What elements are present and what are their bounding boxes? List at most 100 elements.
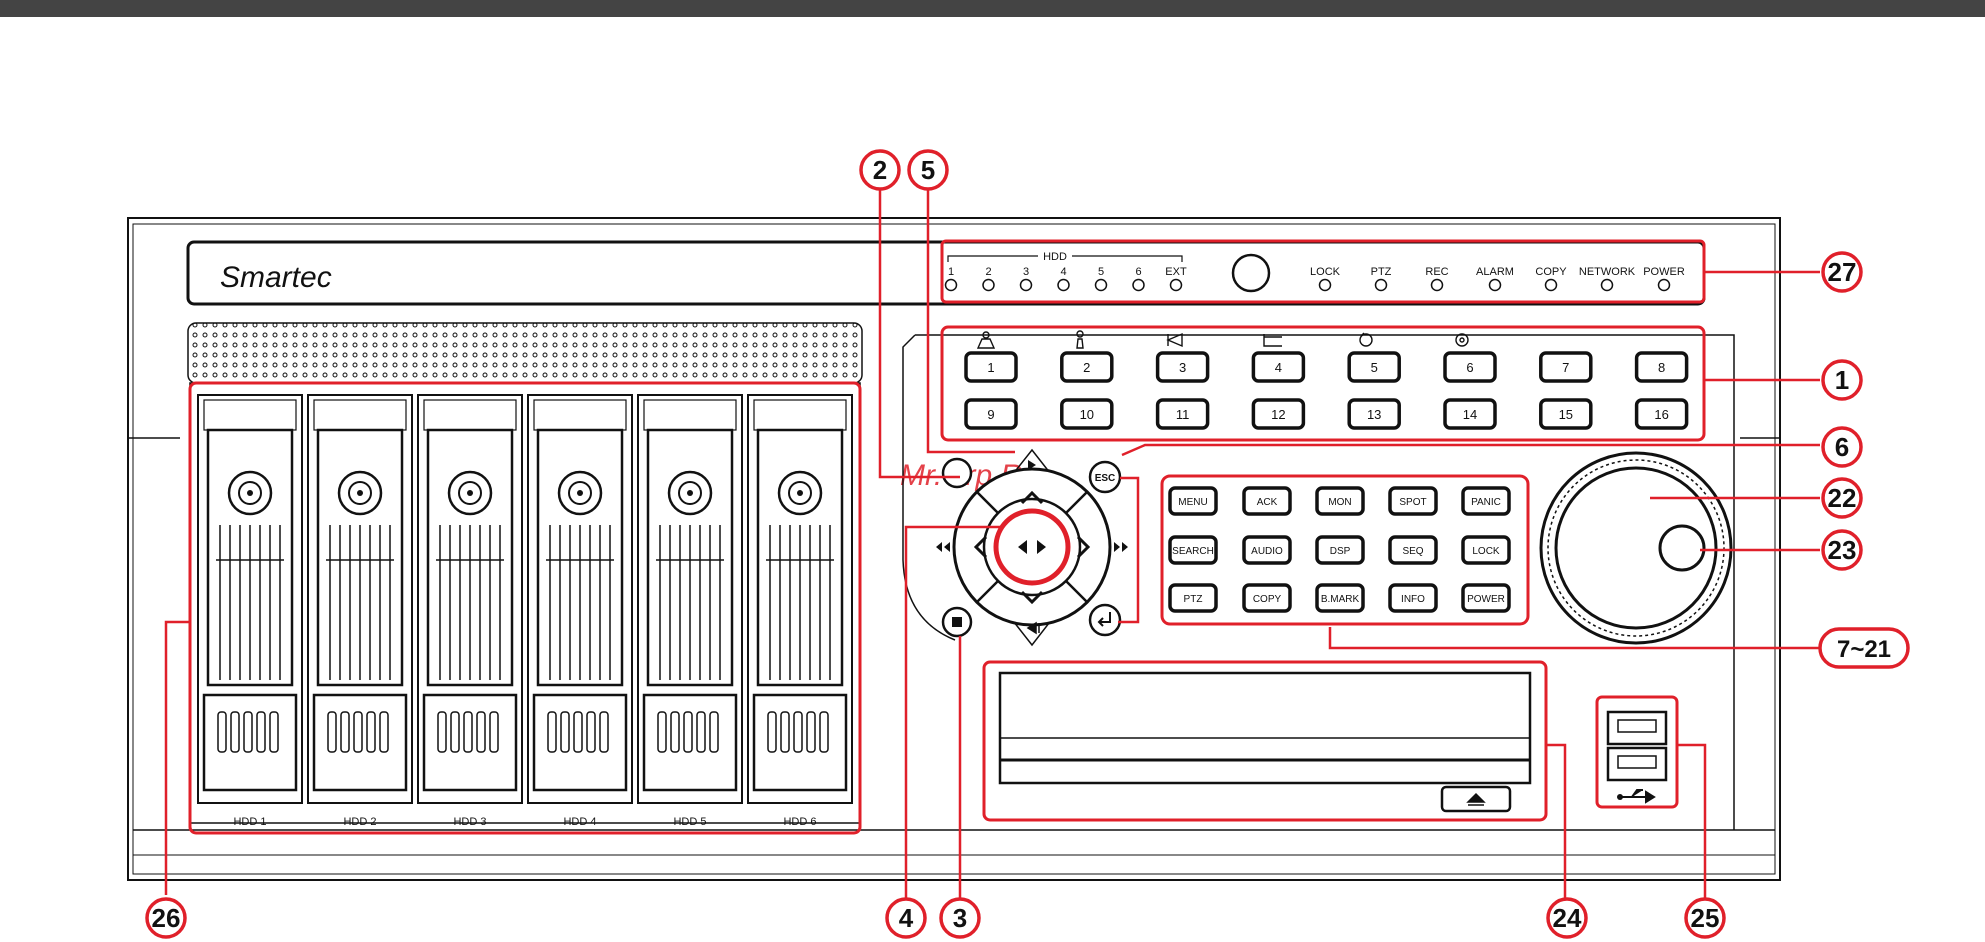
callout-7-to-21: 7~21: [1820, 629, 1908, 667]
callout-leader-line: [1330, 627, 1820, 648]
hdd-bay-label: HDD 5: [673, 816, 706, 828]
callout-24: 24: [1548, 899, 1586, 937]
hdd-bay[interactable]: HDD 6: [748, 395, 852, 828]
indicator-label: ALARM: [1476, 266, 1514, 278]
function-button-seq[interactable]: SEQ: [1390, 537, 1436, 563]
indicator-led: [1432, 280, 1443, 291]
channel-button-1[interactable]: 1: [966, 353, 1016, 381]
esc-label: ESC: [1095, 473, 1116, 484]
callout-22: 22: [1823, 479, 1861, 517]
hdd-bay[interactable]: HDD 4: [528, 395, 632, 828]
function-button-menu[interactable]: MENU: [1170, 488, 1216, 514]
function-button-info[interactable]: INFO: [1390, 585, 1436, 611]
channel-button-14[interactable]: 14: [1445, 400, 1495, 428]
channel-button-label: 7: [1562, 360, 1569, 375]
callout-5: 5: [909, 151, 947, 189]
indicator-label: PTZ: [1371, 266, 1392, 278]
indicator-led: [1376, 280, 1387, 291]
function-button-copy[interactable]: COPY: [1244, 585, 1290, 611]
channel-button-12[interactable]: 12: [1253, 400, 1303, 428]
function-button-ack[interactable]: ACK: [1244, 488, 1290, 514]
function-button-lock[interactable]: LOCK: [1463, 537, 1509, 563]
navigation-cluster: ESC: [936, 450, 1128, 645]
channel-button-2[interactable]: 2: [1062, 353, 1112, 381]
channel-button-label: 8: [1658, 360, 1665, 375]
channel-button-4[interactable]: 4: [1253, 353, 1303, 381]
function-button-label: MON: [1328, 497, 1351, 508]
channel-button-10[interactable]: 10: [1062, 400, 1112, 428]
hdd-led-label: 5: [1098, 266, 1104, 278]
bracket-icon: [1264, 334, 1282, 346]
esc-button[interactable]: ESC: [1090, 462, 1120, 492]
usb-port-1[interactable]: [1608, 712, 1666, 744]
channel-button-label: 1: [987, 360, 994, 375]
function-button-label: SEQ: [1402, 546, 1423, 557]
callout-27: 27: [1823, 253, 1861, 291]
channel-button-8[interactable]: 8: [1637, 353, 1687, 381]
channel-button-label: 13: [1367, 407, 1381, 422]
channel-button-5[interactable]: 5: [1349, 353, 1399, 381]
function-button-bmark[interactable]: B.MARK: [1317, 585, 1363, 611]
function-button-ptz[interactable]: PTZ: [1170, 585, 1216, 611]
function-button-power[interactable]: POWER: [1463, 585, 1509, 611]
callout-label: 22: [1828, 483, 1857, 513]
channel-button-16[interactable]: 16: [1637, 400, 1687, 428]
callout-label: 23: [1828, 535, 1857, 565]
hdd-bay[interactable]: HDD 2: [308, 395, 412, 828]
function-button-search[interactable]: SEARCH: [1170, 537, 1216, 563]
function-button-label: AUDIO: [1251, 546, 1283, 557]
function-button-audio[interactable]: AUDIO: [1244, 537, 1290, 563]
function-button-label: MENU: [1178, 497, 1207, 508]
hdd-bay[interactable]: HDD 5: [638, 395, 742, 828]
hdd-led-label: EXT: [1165, 266, 1187, 278]
function-button-label: COPY: [1253, 594, 1282, 605]
function-button-label: PTZ: [1184, 594, 1203, 605]
cycle-icon: [1456, 334, 1468, 346]
function-button-label: SEARCH: [1172, 546, 1214, 557]
callout-leader-line: [1118, 478, 1138, 622]
hdd-led: [1058, 280, 1069, 291]
jog-shuttle[interactable]: [1541, 453, 1731, 643]
jog-dial[interactable]: [1660, 526, 1704, 570]
enter-button[interactable]: [1090, 605, 1120, 635]
hdd-led: [983, 280, 994, 291]
indicator-label: LOCK: [1310, 266, 1341, 278]
function-button-mon[interactable]: MON: [1317, 488, 1363, 514]
function-button-label: LOCK: [1472, 546, 1500, 557]
channel-button-3[interactable]: 3: [1158, 353, 1208, 381]
display-mode-button[interactable]: [943, 459, 971, 487]
channel-button-label: 3: [1179, 360, 1186, 375]
function-button-spot[interactable]: SPOT: [1390, 488, 1436, 514]
indicator-label: REC: [1425, 266, 1448, 278]
channel-button-label: 11: [1176, 407, 1190, 422]
callout-label: 4: [899, 903, 914, 933]
indicator-label: COPY: [1535, 266, 1567, 278]
channel-button-9[interactable]: 9: [966, 400, 1016, 428]
channel-button-6[interactable]: 6: [1445, 353, 1495, 381]
hdd-led-label: 3: [1023, 266, 1029, 278]
function-button-label: INFO: [1401, 594, 1425, 605]
callout-6: 6: [1823, 428, 1861, 466]
vent-grille: [188, 323, 862, 383]
callout-leader-line: [1546, 745, 1565, 910]
usb-port-2[interactable]: [1608, 748, 1666, 780]
channel-button-11[interactable]: 11: [1158, 400, 1208, 428]
channel-button-label: 12: [1271, 407, 1285, 422]
callout-26: 26: [147, 899, 185, 937]
channel-button-7[interactable]: 7: [1541, 353, 1591, 381]
callout-label: 5: [921, 155, 935, 185]
channel-button-label: 14: [1463, 407, 1477, 422]
channel-button-13[interactable]: 13: [1349, 400, 1399, 428]
hdd-bay[interactable]: HDD 3: [418, 395, 522, 828]
camera-icon: [1168, 334, 1182, 346]
channel-button-label: 9: [987, 407, 994, 422]
channel-button-15[interactable]: 15: [1541, 400, 1591, 428]
hdd-bay[interactable]: HDD 1: [198, 395, 302, 828]
stop-button[interactable]: [943, 608, 971, 636]
hdd-led-label: 2: [985, 266, 991, 278]
eject-button[interactable]: [1442, 787, 1510, 811]
function-button-dsp[interactable]: DSP: [1317, 537, 1363, 563]
function-button-panic[interactable]: PANIC: [1463, 488, 1509, 514]
